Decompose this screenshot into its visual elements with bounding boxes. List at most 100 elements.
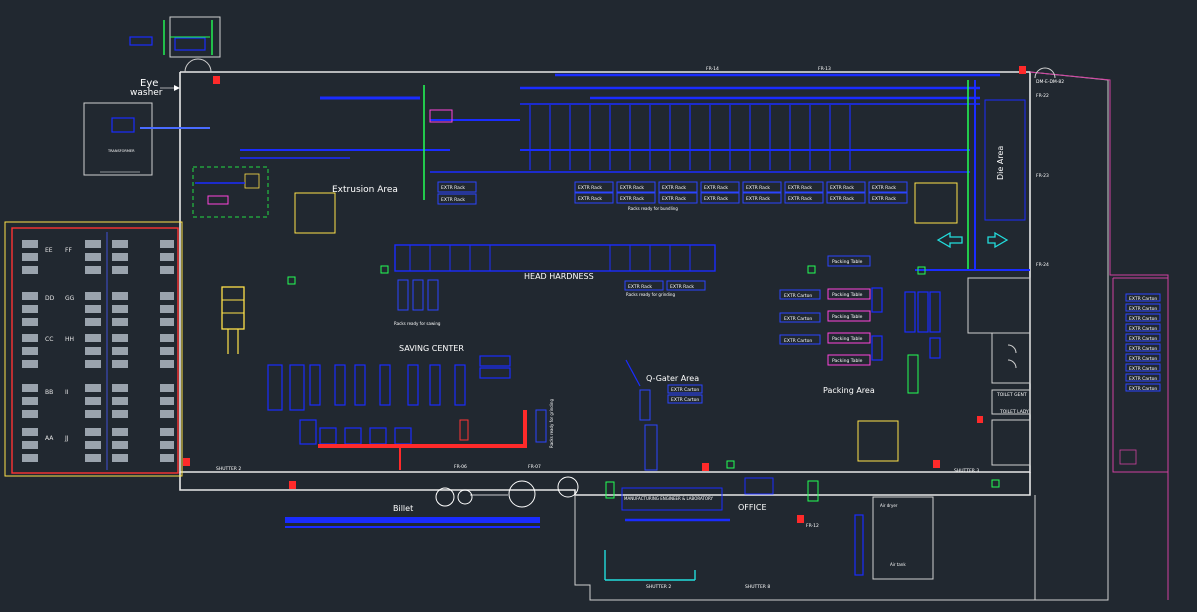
carton-label: EXTR Carton: [671, 397, 699, 403]
grid-label-hh: HH: [65, 336, 74, 343]
saving-center-label: SAVING CENTER: [399, 344, 464, 353]
head-hardness-label: HEAD HARDNESS: [524, 272, 594, 281]
fire-markers: [183, 66, 1026, 523]
rack-label: EXTR Rack: [662, 185, 686, 191]
billet-area: Billet SHUTTER 2 SHUTTER 3: [216, 466, 979, 528]
sawing-center: SAVING CENTER Racks ready for grinding: [267, 344, 554, 470]
packing-table-label-4: Packing Table: [832, 336, 863, 342]
toilet-gent-label: TOILET GENT: [996, 392, 1027, 398]
green-markers: [287, 265, 1000, 502]
rack-label: EXTR Rack: [578, 196, 602, 202]
rack-label: EXTR Rack: [788, 196, 812, 202]
extrusion-area-label: Extrusion Area: [332, 185, 398, 195]
packing-area: Packing Table EXTR Carton EXTR Carton EX…: [779, 255, 1049, 462]
carton-label: EXTR Carton: [1129, 356, 1157, 362]
grid-label-cc: CC: [45, 336, 53, 343]
eye-washer-label-1: Eye: [140, 78, 158, 89]
forklift-icon: [221, 286, 245, 354]
top-left-unit: [129, 16, 221, 58]
carton-label: EXTR Carton: [784, 338, 812, 344]
air-dryer-label: Air dryer: [880, 503, 898, 508]
carton-label: EXTR Carton: [1129, 376, 1157, 382]
fr-24-label: FR-24: [1036, 262, 1049, 268]
eye-washer-label-2: washer: [130, 88, 163, 98]
rack-label: EXTR Rack: [578, 185, 602, 191]
cooling-table: FR-14 FR-13: [430, 66, 1000, 270]
racks-ready-bundling-label: Racks ready for bundling: [628, 206, 678, 211]
shutter-2b-label: SHUTTER 2: [646, 584, 671, 590]
fr-23-label: FR-23: [1036, 173, 1049, 179]
rack-label: EXTR Rack: [872, 185, 896, 191]
rack-label: EXTR Rack: [830, 196, 854, 202]
toilet-lady-label: TOILET LADY: [999, 409, 1029, 415]
packing-area-label: Packing Area: [823, 386, 875, 395]
grid-label-ii: II: [65, 389, 69, 396]
extr-rack-row-top: EXTR Rack EXTR Rack EXTR Rack EXTR Rack …: [437, 181, 958, 224]
racks-for-sawing: Racks ready for sawing: [394, 279, 441, 326]
dm-label: DM-E-DM-82: [1036, 79, 1064, 85]
fr-13-label: FR-13: [818, 66, 831, 72]
rack-label: EXTR Rack: [830, 185, 854, 191]
rack-label: EXTR Rack: [441, 197, 465, 203]
grid-label-gg: GG: [65, 295, 75, 302]
carton-label: EXTR Carton: [1129, 306, 1157, 312]
fr-06-label: FR-06: [454, 464, 467, 470]
manufacturing-label: MANUFACTURING ENGINEER & LABORATORY: [624, 496, 714, 501]
q-gater-area: Q-Gater Area EXTR Carton EXTR Carton FR-…: [454, 359, 703, 471]
billet-label: Billet: [393, 504, 413, 513]
rack-label: EXTR Rack: [788, 185, 812, 191]
carton-label: EXTR Carton: [1129, 346, 1157, 352]
carton-label: EXTR Carton: [1129, 386, 1157, 392]
packing-table-label-3: Packing Table: [832, 314, 863, 320]
shutter-3-label: SHUTTER 3: [954, 468, 979, 474]
die-area-label: Die Area: [996, 146, 1005, 180]
carton-label: EXTR Carton: [1129, 326, 1157, 332]
grid-label-ee: EE: [45, 247, 53, 254]
left-storage-grid: EE FF DD GG CC HH BB II AA JJ: [4, 221, 183, 477]
grid-label-dd: DD: [45, 295, 55, 302]
shutter-8-label: SHUTTER 8: [745, 584, 770, 590]
fr-12-label: FR-12: [806, 523, 819, 529]
die-area: Die Area DM-E-DM-82 FR-22 FR-23: [936, 79, 1064, 249]
packing-table-label-5: Packing Table: [832, 358, 863, 364]
rack-label: EXTR Rack: [662, 196, 686, 202]
rack-label: EXTR Rack: [670, 284, 694, 290]
grid-label-jj: JJ: [64, 435, 69, 442]
rack-label: EXTR Rack: [704, 196, 728, 202]
right-rooms: TOILET GENT TOILET LADY: [967, 277, 1031, 466]
carton-label: EXTR Carton: [1129, 336, 1157, 342]
packing-table-label-2: Packing Table: [832, 292, 863, 298]
grid-label-ff: FF: [65, 247, 72, 254]
head-hardness-line: HEAD HARDNESS EXTR Rack EXTR Rack Racks …: [394, 244, 716, 297]
fr-14-label: FR-14: [706, 66, 719, 72]
racks-ready-grinding-label: Racks ready for grinding: [626, 292, 675, 297]
rack-label: EXTR Rack: [746, 185, 770, 191]
carton-label: EXTR Carton: [1129, 366, 1157, 372]
racks-ready-sawing-label: Racks ready for sawing: [394, 321, 441, 326]
carton-label: EXTR Carton: [1129, 296, 1157, 302]
far-right-cartons: EXTR Carton EXTR Carton EXTR Carton EXTR…: [1119, 293, 1161, 465]
air-tank-label: Air tank: [890, 562, 906, 567]
rack-label: EXTR Rack: [620, 196, 644, 202]
office-lab: MANUFACTURING ENGINEER & LABORATORY OFFI…: [604, 477, 934, 590]
rack-label: EXTR Rack: [441, 185, 465, 191]
extrusion-press: Extrusion Area: [140, 85, 520, 234]
fr-22-label: FR-22: [1036, 93, 1049, 99]
packing-table-label-1: Packing Table: [832, 259, 863, 265]
rack-label: EXTR Rack: [746, 196, 770, 202]
carton-label: EXTR Carton: [1129, 316, 1157, 322]
rack-label: EXTR Rack: [628, 284, 652, 290]
fr-07-label: FR-07: [528, 464, 541, 470]
grid-label-bb: BB: [45, 389, 53, 396]
carton-label: EXTR Carton: [784, 293, 812, 299]
carton-label: EXTR Carton: [671, 387, 699, 393]
rack-label: EXTR Rack: [704, 185, 728, 191]
q-gater-area-label: Q-Gater Area: [646, 374, 699, 383]
rack-label: EXTR Rack: [872, 196, 896, 202]
shutter-2a-label: SHUTTER 2: [216, 466, 241, 472]
transformer-block: TRANSFORMER: [83, 102, 153, 176]
grid-label-aa: AA: [45, 435, 54, 442]
carton-label: EXTR Carton: [784, 316, 812, 322]
office-label: OFFICE: [738, 503, 767, 512]
